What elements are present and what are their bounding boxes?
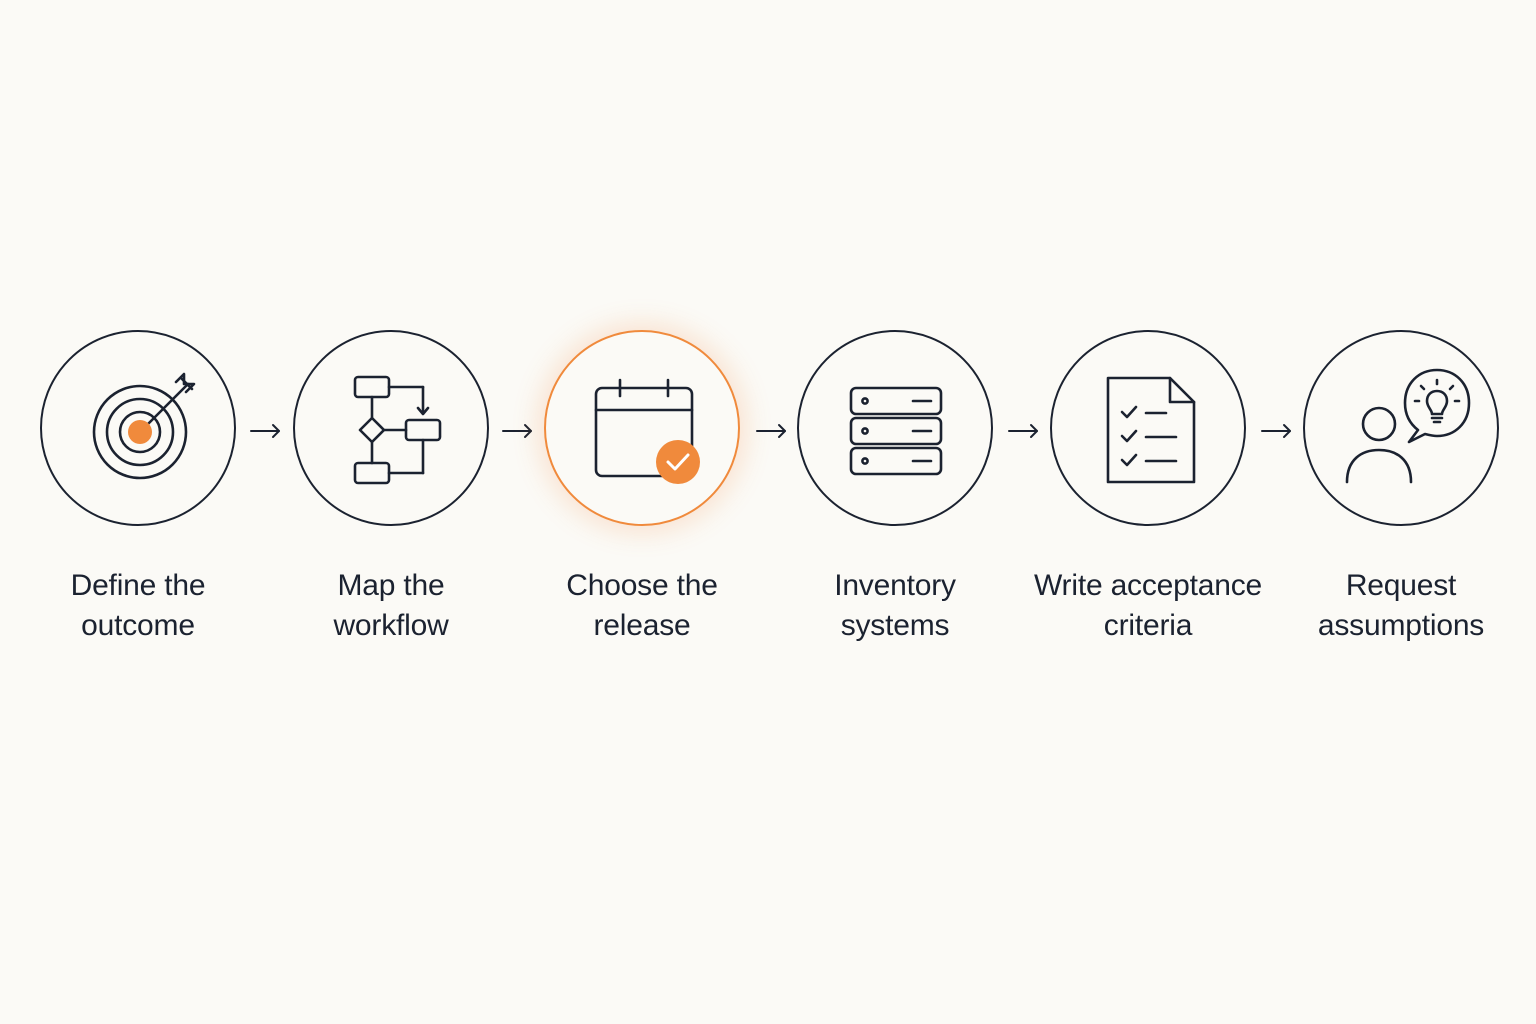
step-label-line: workflow	[333, 609, 449, 642]
calendar-check-icon	[594, 378, 700, 484]
step-circle	[293, 330, 489, 526]
step-label-line: Write acceptance	[1033, 569, 1263, 602]
arrow-right-icon	[754, 416, 788, 446]
step-label: Choose the release	[522, 566, 762, 646]
step-label-line: release	[593, 609, 691, 642]
step-circle	[40, 330, 236, 526]
step-circle	[1303, 330, 1499, 526]
arrow-right-icon	[1006, 416, 1040, 446]
checklist-document-icon	[1106, 376, 1196, 484]
server-stack-icon	[849, 386, 943, 476]
arrow-right-icon	[248, 416, 282, 446]
step-label-line: Request	[1345, 569, 1457, 602]
step-inventory-systems: Inventory systems	[775, 330, 1015, 660]
step-circle	[1050, 330, 1246, 526]
step-label-line: Define the	[70, 569, 206, 602]
person-idea-icon	[1345, 368, 1471, 484]
step-label: Map the workflow	[271, 566, 511, 646]
step-label-line: Map the	[337, 569, 445, 602]
step-circle-highlighted	[544, 330, 740, 526]
step-label-line: criteria	[1103, 609, 1193, 642]
arrow-right-icon	[500, 416, 534, 446]
step-label-line: systems	[840, 609, 950, 642]
step-circle	[797, 330, 993, 526]
arrow-right-icon	[1259, 416, 1293, 446]
step-map-workflow: Map the workflow	[271, 330, 511, 660]
step-label-line: outcome	[81, 609, 195, 642]
step-label-line: Choose the	[566, 569, 718, 602]
flowchart-icon	[353, 375, 442, 485]
step-label: Request assumptions	[1281, 566, 1521, 646]
step-label: Define the outcome	[18, 566, 258, 646]
step-label-line: assumptions	[1317, 609, 1485, 642]
step-label: Write acceptance criteria	[1028, 566, 1268, 646]
target-icon	[92, 372, 196, 480]
step-define-outcome: Define the outcome	[18, 330, 258, 660]
step-label-line: Inventory	[834, 569, 956, 602]
step-choose-release: Choose the release	[522, 330, 762, 660]
step-label: Inventory systems	[775, 566, 1015, 646]
step-write-acceptance-criteria: Write acceptance criteria	[1028, 330, 1268, 660]
step-request-assumptions: Request assumptions	[1281, 330, 1521, 660]
